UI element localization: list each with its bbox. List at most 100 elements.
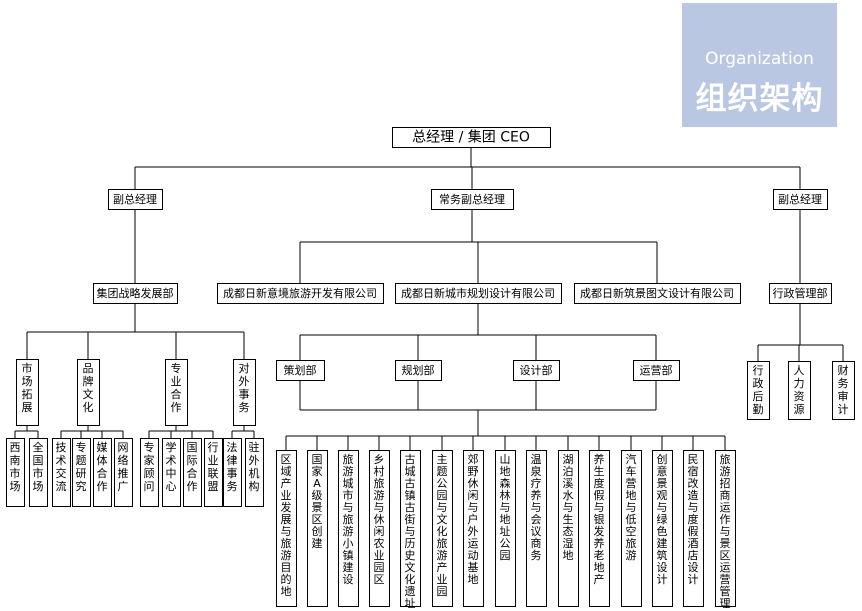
strategy-item-2-1-label: 技术交流 [56,441,67,493]
business-line-6-label: 主题公园与文化旅游产业园 [437,453,448,598]
strategy-item-3-3-label: 国际合作 [187,441,198,493]
business-line-13-box [652,450,673,607]
strategy-item-1-1-label: 西南市场 [10,441,21,493]
strategy-item-1-2: 全国市场 [29,438,48,507]
business-line-1-box [276,450,297,607]
business-line-12: 汽车营地与低空旅游 [621,450,642,607]
vp-node-2: 常务副总经理 [431,189,514,210]
business-line-14-label: 民宿改造与度假酒店设计 [688,453,699,586]
strategy-item-4-1-label: 法律事务 [227,440,238,493]
department-node-4-label: 运营部 [640,363,673,377]
department-node-3: 设计部 [513,360,560,381]
strategy-dept-node: 集团战略发展部 [93,283,178,304]
business-line-5-label: 古城古镇古街与历史文化遗址 [405,453,416,610]
strategy-item-2-3-label: 媒体合作 [97,441,108,493]
strategy-group-1: 市场拓展 [16,359,39,426]
strategy-item-3-4: 行业联盟 [204,438,223,507]
department-node-2-label: 规划部 [402,363,435,377]
business-line-10-box [558,450,579,607]
business-line-4-box [369,450,390,607]
badge-title-en: Organization [705,49,814,69]
strategy-item-3-4-label: 行业联盟 [208,441,219,493]
strategy-item-2-4-box [114,438,133,507]
company-node-3-box [574,283,741,304]
strategy-item-4-2-label: 驻外机构 [249,440,260,493]
business-line-13: 创意景观与绿色建筑设计 [652,450,673,607]
strategy-group-1-box [16,359,39,426]
vp-node-1-label: 副总经理 [113,192,157,206]
business-line-7: 郊野休闲与户外运动基地 [463,450,484,607]
admin-item-2: 人力资源 [788,361,811,420]
strategy-item-2-1-box [52,438,71,507]
strategy-item-2-2-label: 专题研究 [76,440,87,493]
strategy-item-3-1-label: 专家顾问 [144,440,155,493]
business-line-11-label: 养生度假与银发养老地产 [594,452,605,586]
department-node-3-label: 设计部 [520,363,553,377]
business-line-9-box [526,450,547,607]
business-line-4-label: 乡村旅游与休闲农业园区 [374,453,385,586]
business-line-11-box [589,450,610,607]
strategy-item-1-2-label: 全国市场 [33,440,44,493]
strategy-item-3-1-box [140,438,159,507]
business-line-4: 乡村旅游与休闲农业园区 [369,450,390,607]
department-node-1: 策划部 [276,360,325,381]
strategy-item-2-1: 技术交流 [52,438,71,507]
strategy-group-4: 对外事务 [233,359,256,426]
admin-item-1-box [747,361,770,420]
business-line-7-box [463,450,484,607]
department-node-1-label: 策划部 [284,363,317,377]
strategy-group-2: 品牌文化 [77,359,100,426]
strategy-item-4-1-box [223,438,242,507]
strategy-group-3-label: 专业合作 [171,361,182,414]
business-line-12-label: 汽车营地与低空旅游 [626,452,637,562]
admin-item-3-label: 财务审计 [838,363,849,416]
business-line-15-box [715,450,736,607]
strategy-group-4-box [233,359,256,426]
business-line-9-label: 温泉疗养与会议商务 [531,453,542,562]
business-line-3-box [338,450,359,607]
company-node-3-label: 成都日新筑景图文设计有限公司 [580,286,734,300]
strategy-item-1-1-box [6,438,25,507]
business-line-1-label: 区域产业发展与旅游目的地 [281,453,292,598]
business-line-14: 民宿改造与度假酒店设计 [683,450,704,607]
strategy-item-3-3: 国际合作 [183,438,202,507]
business-line-8-label: 山地森林与地址公园 [500,453,511,562]
department-node-4: 运营部 [633,360,680,381]
strategy-group-2-box [77,359,100,426]
business-line-8: 山地森林与地址公园 [495,450,516,607]
vp-node-2-label: 常务副总经理 [439,192,505,206]
admin-item-1: 行政后勤 [747,361,770,420]
strategy-item-3-2-label: 学术中心 [166,440,177,493]
ceo-node: 总经理 / 集团 CEO [392,127,551,148]
strategy-group-3: 专业合作 [165,359,188,426]
strategy-item-1-2-box [29,438,48,507]
business-line-10: 湖泊溪水与生态湿地 [558,450,579,607]
company-node-1-box [217,283,384,304]
strategy-item-2-3-box [93,438,112,507]
business-line-5-box [400,450,421,607]
strategy-item-2-4: 网络推广 [114,438,133,507]
strategy-group-2-label: 品牌文化 [83,362,94,414]
business-line-8-box [495,450,516,607]
business-line-6-box [432,450,453,607]
admin-dept-node-label: 行政管理部 [773,286,828,300]
strategy-item-4-2-box [245,438,264,507]
strategy-item-3-4-box [204,438,223,507]
business-line-12-box [621,450,642,607]
admin-dept-node: 行政管理部 [769,283,832,304]
strategy-item-2-2: 专题研究 [72,438,91,507]
company-node-1: 成都日新意境旅游开发有限公司 [217,283,384,304]
business-line-5: 古城古镇古街与历史文化遗址 [400,450,421,610]
business-line-14-box [683,450,704,607]
admin-item-3: 财务审计 [832,361,855,420]
strategy-item-3-2-box [162,438,181,507]
strategy-item-2-2-box [72,438,91,507]
admin-item-2-label: 人力资源 [794,364,805,416]
company-node-2-label: 成都日新城市规划设计有限公司 [401,286,555,300]
business-line-9: 温泉疗养与会议商务 [526,450,547,607]
organization-badge: Organization 组织架构 [682,3,837,127]
business-line-3: 旅游城市与旅游小镇建设 [338,450,359,607]
